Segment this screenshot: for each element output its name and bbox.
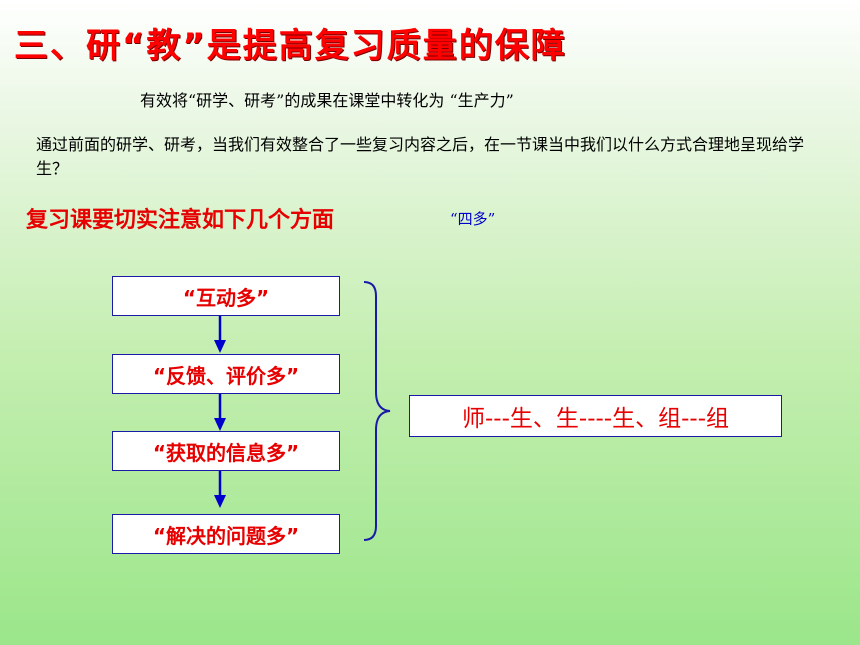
slide-title: 三、研“教”是提高复习质量的保障	[14, 26, 567, 66]
down-arrow-icon	[214, 394, 226, 431]
intro-paragraph: 通过前面的研学、研考，当我们有效整合了一些复习内容之后，在一节课当中我们以什么方…	[36, 135, 805, 178]
right-brace-icon	[363, 281, 391, 541]
slide-subtitle: 有效将“研学、研考”的成果在课堂中转化为 “生产力”	[140, 91, 514, 110]
down-arrow-icon	[214, 471, 226, 508]
flow-box-feedback: “反馈、评价多”	[112, 354, 340, 394]
heading-note: “四多”	[450, 210, 496, 228]
section-heading: 复习课要切实注意如下几个方面	[26, 208, 335, 233]
flow-box-interaction: “互动多”	[112, 276, 340, 316]
flow-box-problems: “解决的问题多”	[112, 514, 340, 554]
down-arrow-icon	[214, 316, 226, 353]
result-box: 师---生、生----生、组---组	[409, 395, 782, 437]
flow-box-information: “获取的信息多”	[112, 431, 340, 471]
